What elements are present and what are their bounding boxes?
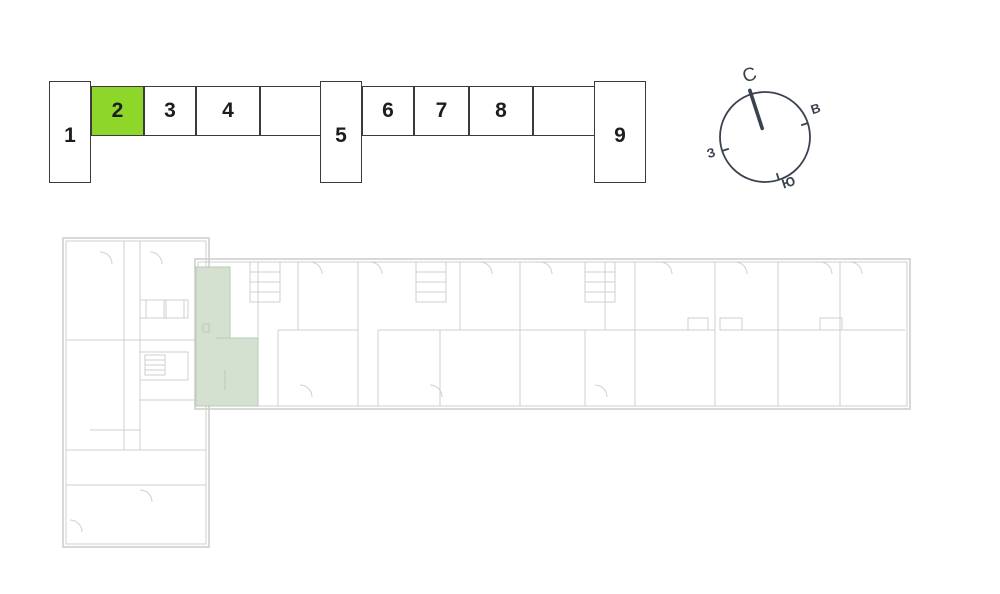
- section-5-button[interactable]: 5: [320, 81, 362, 183]
- section-1-button[interactable]: 1: [49, 81, 91, 183]
- tick-east: [800, 122, 809, 127]
- compass-ring: [719, 91, 811, 183]
- section-blank-b: [533, 86, 595, 136]
- section-9-button[interactable]: 9: [594, 81, 646, 183]
- compass-rose: С В Ю З: [705, 63, 823, 191]
- section-3-button[interactable]: 3: [144, 86, 196, 136]
- section-4-button[interactable]: 4: [196, 86, 260, 136]
- compass-south-label: Ю: [780, 173, 797, 191]
- section-6-button[interactable]: 6: [362, 86, 414, 136]
- apartment-highlight[interactable]: [195, 266, 259, 407]
- section-8-button[interactable]: 8: [469, 86, 533, 136]
- section-blank-a: [260, 86, 321, 136]
- compass-west-label: З: [705, 144, 717, 161]
- section-2-button[interactable]: 2: [91, 86, 144, 136]
- section-selector: 1 2 3 4 5 6 7 8 9: [0, 0, 660, 200]
- plan-walls: [62, 237, 911, 548]
- compass-north-label: С: [740, 63, 760, 87]
- tick-west: [721, 147, 730, 152]
- tick-south: [775, 172, 780, 181]
- section-7-button[interactable]: 7: [414, 86, 469, 136]
- compass-needle: [748, 88, 765, 131]
- compass-east-label: В: [809, 100, 823, 117]
- floor-plan: [62, 237, 911, 548]
